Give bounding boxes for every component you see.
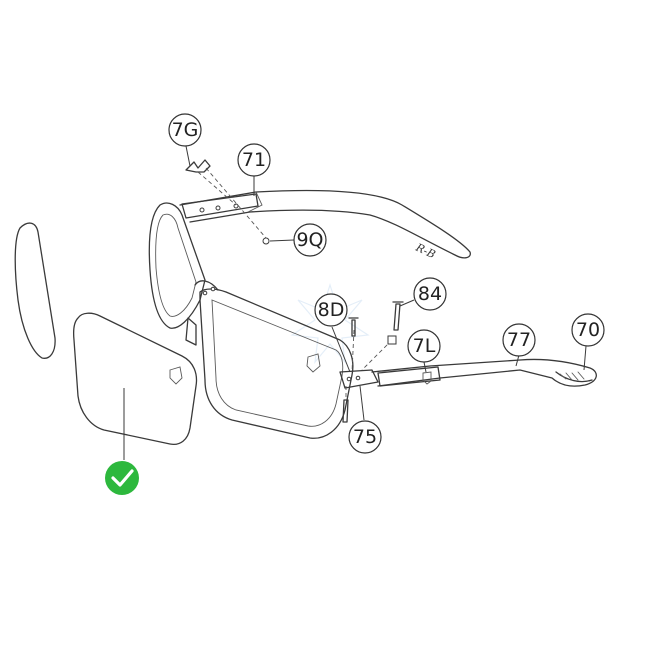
screw-8d: [348, 317, 359, 337]
screw-9q: [262, 237, 270, 245]
screw-75: [342, 386, 349, 423]
callout-71[interactable]: 71: [237, 143, 271, 177]
back-temple-arm: R-B: [179, 189, 471, 261]
callout-label: 71: [242, 149, 266, 171]
callout-label: 77: [507, 329, 531, 351]
pin-84: [387, 301, 404, 345]
callout-label: 70: [576, 319, 600, 341]
rear-lens: [14, 222, 56, 359]
front-hinge-block: [339, 369, 379, 389]
callout-label: 7L: [413, 335, 436, 357]
part-7g: [185, 159, 211, 173]
callout-9q[interactable]: 9Q: [293, 223, 327, 257]
front-lens: [72, 312, 198, 446]
check-circle-icon[interactable]: [105, 461, 139, 495]
leader-lines: [123, 145, 587, 460]
callout-84[interactable]: 84: [413, 277, 447, 311]
callout-75[interactable]: 75: [348, 420, 382, 454]
watermark-star: [290, 283, 370, 364]
callout-label: 75: [353, 426, 377, 448]
frame-front: [148, 202, 354, 439]
callout-8d[interactable]: 8D: [314, 293, 348, 327]
callout-label: 8D: [318, 299, 345, 321]
callout-7l[interactable]: 7L: [407, 329, 441, 363]
back-hinge-plate: [181, 193, 259, 219]
front-temple-arm: [371, 358, 597, 387]
callout-70[interactable]: 70: [571, 313, 605, 347]
callout-7g[interactable]: 7G: [168, 113, 202, 147]
callout-label: 84: [418, 283, 442, 305]
callout-label: 7G: [172, 119, 199, 141]
callout-label: 9Q: [296, 229, 323, 251]
callout-77[interactable]: 77: [502, 323, 536, 357]
